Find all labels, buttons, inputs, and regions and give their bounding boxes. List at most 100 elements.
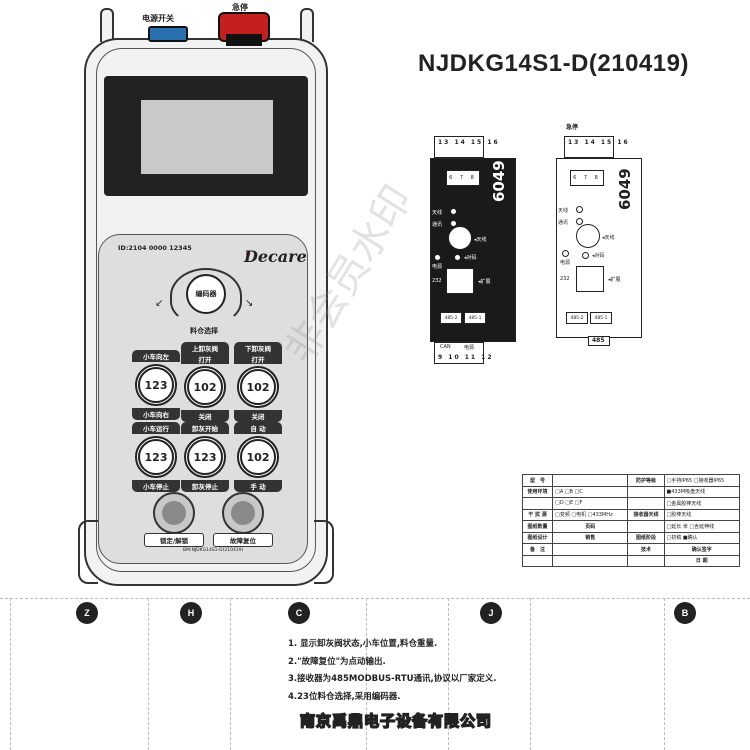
knob-top-label: 小车运行 — [132, 422, 180, 434]
spec-cell: 图纸设计 — [521, 531, 554, 544]
knob-value: 123 — [193, 450, 217, 464]
logo-dot — [246, 252, 250, 256]
table-row: 备 注 技术 确认签字 — [521, 543, 740, 556]
knob-trolley-lr[interactable]: 小车向左 123 小车向右 — [132, 350, 180, 420]
rx-white-232-label: 232 — [560, 276, 570, 282]
selector-knob[interactable]: 102 — [237, 366, 279, 408]
table-row: □D □E □F □金属胶棒天线 — [521, 497, 740, 510]
model-title: NJDKG14S1-D(210419) — [418, 50, 689, 77]
rx-white-bottom-terminal — [588, 336, 610, 346]
section-marker: J — [480, 602, 502, 624]
rx-black-bottom-terms: 9 10 11 12 — [438, 354, 494, 361]
rx-black-pair-label: ◂对码 — [464, 255, 477, 261]
rx-black-232-label: 232 — [432, 278, 442, 284]
spec-cell — [552, 554, 629, 567]
rx-black-number: 6049 — [490, 160, 508, 202]
table-row: 型 号 防护等级 □手持IP65 □接收器IP65 — [521, 474, 740, 487]
knob-top-label: 下卸灰阀 — [234, 342, 282, 354]
table-row: 使用环境 □A □B □C ■433M吸盘天线 — [521, 485, 740, 498]
rx-white-body — [556, 158, 642, 338]
spec-cell: □初稿 ■确认 — [663, 531, 740, 544]
knob-lower-valve[interactable]: 下卸灰阀 打开 102 关闭 — [234, 342, 282, 422]
encoder-knob[interactable]: 编码器 — [186, 274, 226, 314]
selector-knob[interactable]: 123 — [135, 364, 177, 406]
rx-white-port-232 — [576, 266, 604, 292]
estop-base — [226, 34, 262, 46]
spec-cell — [521, 554, 554, 567]
estop-label: 急停 — [232, 3, 248, 12]
rx-white-tb-485-1: 485-1 — [590, 312, 612, 324]
spec-cell: 干 扰 源 — [521, 508, 554, 521]
reset-button-label: 故障复位 — [213, 533, 273, 547]
knob-auto-manual[interactable]: 自 动 102 手 动 — [234, 422, 282, 492]
rx-white-485-label: 485 — [592, 337, 605, 344]
rx-white-tb-485-2: 485-2 — [566, 312, 588, 324]
spec-cell — [627, 485, 665, 498]
rx-black-power2-label: 电源 — [464, 345, 475, 351]
section-marker: Z — [76, 602, 98, 624]
table-row: 日 期 — [521, 554, 740, 567]
spec-cell: □延长 米 □含延伸线 — [663, 520, 740, 533]
spec-cell — [627, 497, 665, 510]
spec-cell: 确认签字 — [663, 543, 740, 556]
spec-cell: □D □E □F — [552, 497, 629, 510]
rx-white-pair-label: ◂对码 — [592, 253, 605, 259]
note-item: 4.23位料仓选择,采用编码器. — [288, 691, 401, 702]
power-switch[interactable] — [148, 26, 188, 42]
selector-knob[interactable]: 102 — [237, 436, 279, 478]
spec-cell: 页码 — [552, 520, 629, 533]
lock-push-button[interactable] — [153, 492, 195, 534]
reset-push-button[interactable] — [222, 492, 264, 534]
spec-cell — [552, 543, 629, 556]
push-button-cap — [231, 501, 255, 525]
knob-trolley-run[interactable]: 小车运行 123 小车停止 — [132, 422, 180, 492]
spec-cell: ■433M吸盘天线 — [663, 485, 740, 498]
rx-black-top-terms: 13 14 15 16 — [438, 139, 500, 146]
rx-white-led-power — [562, 250, 569, 257]
knob-upper-valve[interactable]: 上卸灰阀 打开 102 关闭 — [181, 342, 229, 422]
rx-black-tb-485-2: 485-2 — [440, 312, 462, 324]
grid-divider — [148, 598, 149, 750]
remote-inner-outline — [96, 48, 316, 572]
encoder-arrow-right-icon: ↘ — [245, 298, 254, 309]
remote-top-tab-right — [300, 8, 314, 42]
knob-sub-label: 打开 — [234, 354, 282, 364]
note-item: 1. 显示卸灰阀状态,小车位置,料仓重量. — [288, 639, 438, 649]
rx-black-power-label: 电源 — [432, 264, 443, 270]
selector-knob[interactable]: 102 — [184, 366, 226, 408]
spec-cell: 接收器天线 — [627, 508, 665, 521]
rx-black-pair-button — [454, 254, 461, 261]
rx-black-led-antenna — [450, 208, 457, 215]
spec-cell: 技术 — [627, 543, 665, 556]
spec-cell: 备 注 — [521, 543, 554, 556]
rx-black-top-terminal — [434, 136, 484, 158]
knob-top-label: 小车向左 — [132, 350, 180, 362]
rx-black-relay: 6 7 8 — [446, 170, 480, 186]
rx-black-bottom-terminal — [434, 342, 484, 364]
knob-bottom-label: 手 动 — [234, 480, 282, 492]
brand-logo: Decare — [244, 247, 307, 266]
grid-divider — [366, 598, 367, 750]
rx-white-led-antenna — [576, 206, 583, 213]
rx-white-number: 6049 — [616, 168, 634, 210]
rx-white-estop-label: 急停 — [566, 124, 579, 131]
remote-grip-left — [78, 520, 98, 584]
selector-knob[interactable]: 123 — [184, 436, 226, 478]
knob-bottom-label: 关闭 — [234, 410, 282, 422]
selector-knob[interactable]: 123 — [135, 436, 177, 478]
knob-bottom-label: 关闭 — [181, 410, 229, 422]
rx-black-can-label: CAN — [440, 344, 451, 350]
spec-cell — [552, 474, 629, 487]
power-switch-label: 电源开关 — [142, 14, 174, 23]
rx-black-led-antenna-label: 天线 — [432, 210, 443, 216]
grid-line-top — [0, 598, 750, 599]
spec-cell: 使用环境 — [521, 485, 554, 498]
spec-cell: □A □B □C — [552, 485, 629, 498]
rx-black-antenna-jack — [448, 226, 472, 250]
encoder-label: 编码器 — [195, 290, 217, 298]
spec-cell — [627, 520, 665, 533]
spec-cell — [627, 554, 665, 567]
remote-model-small: BM:NJDKG14S1-D(210419) — [183, 548, 244, 553]
knob-unload[interactable]: 卸灰开始 123 卸灰停止 — [181, 422, 229, 492]
knob-value: 102 — [193, 380, 217, 394]
